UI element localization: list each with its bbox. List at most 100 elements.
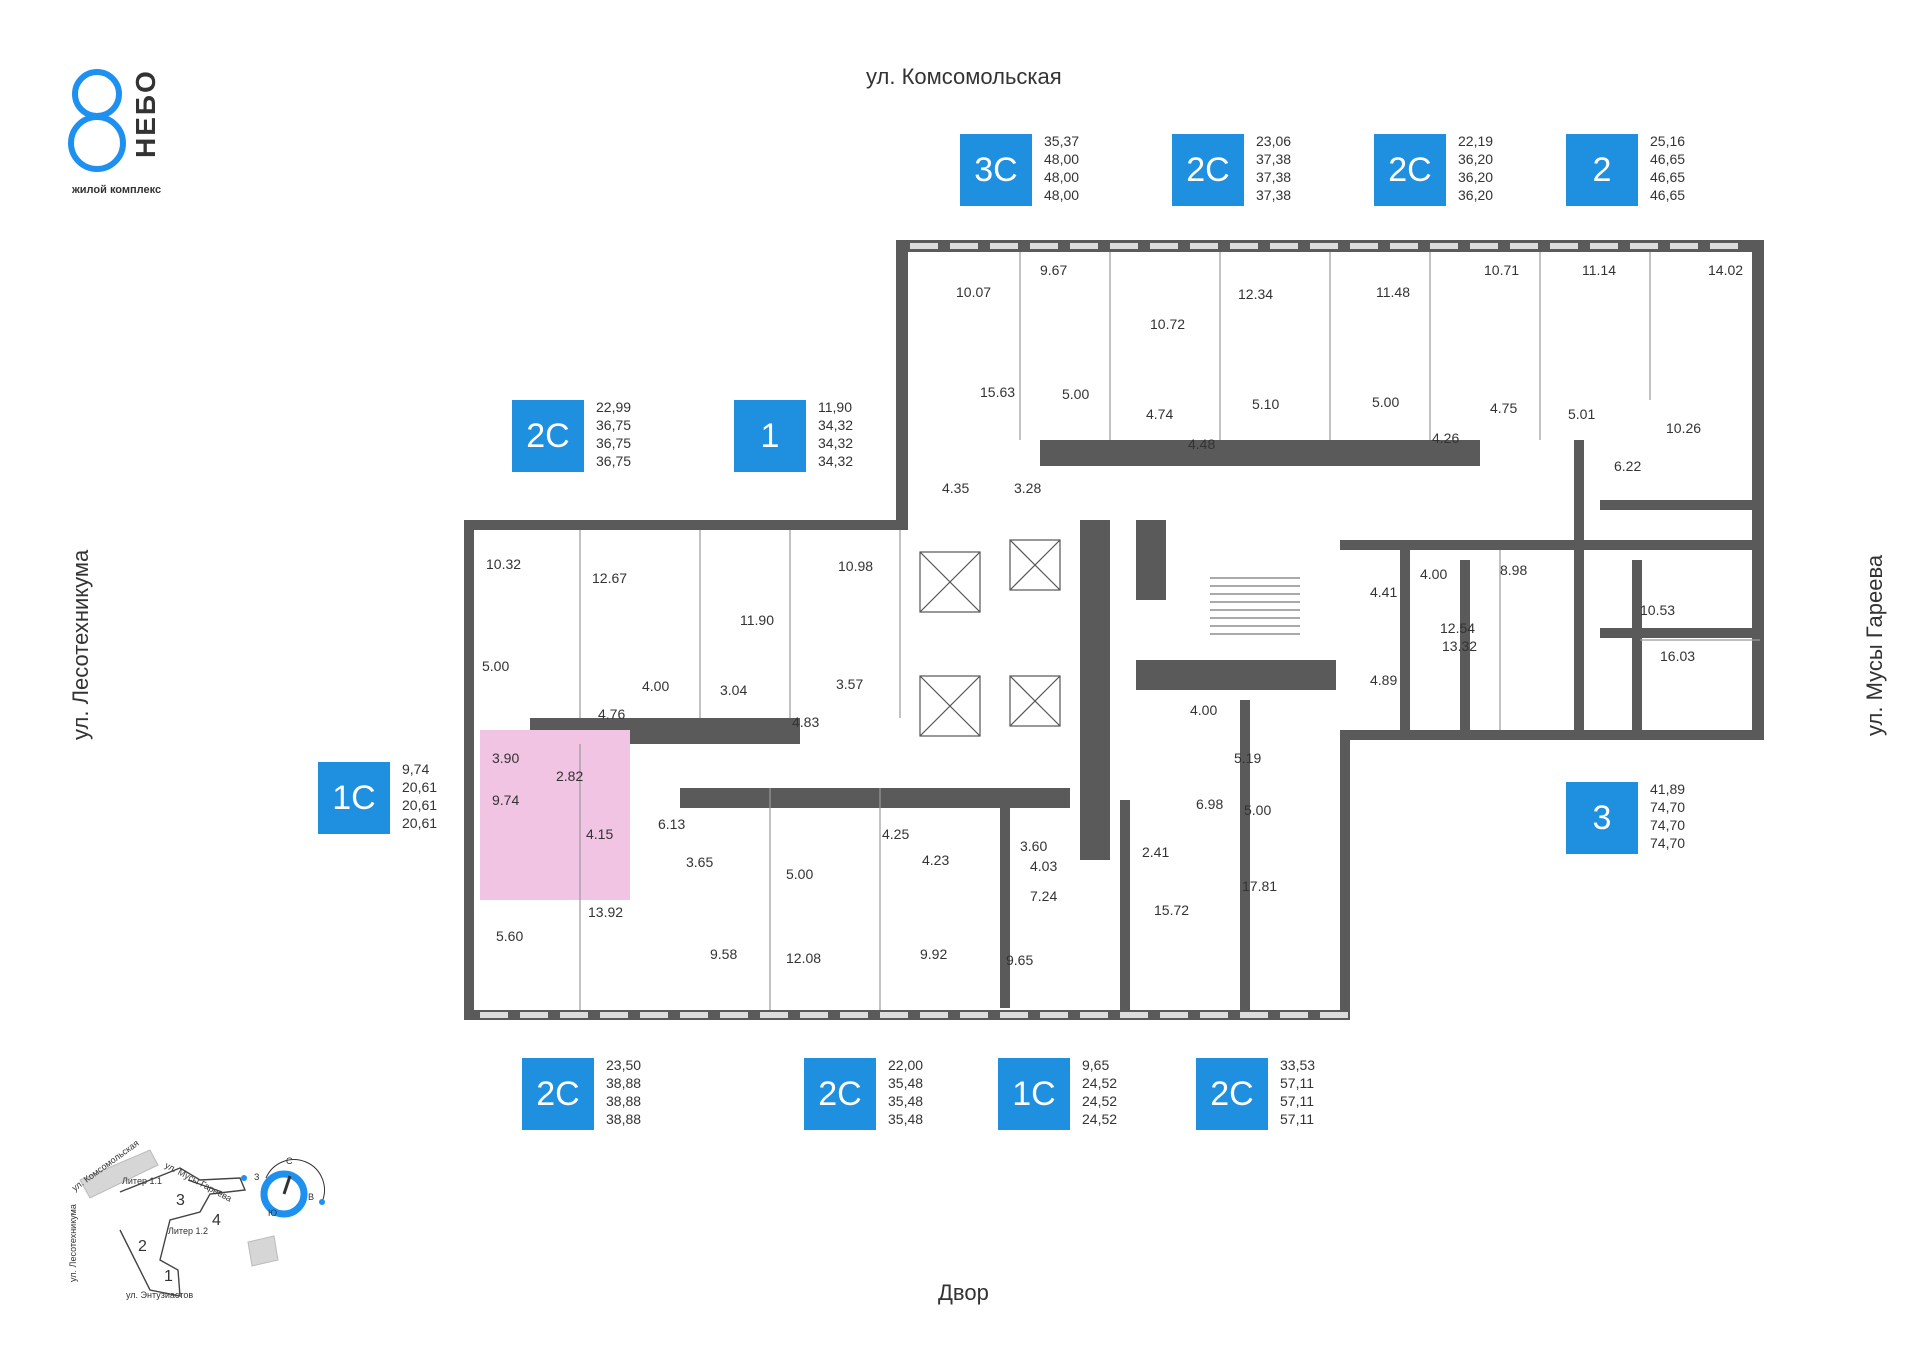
apartment-area-value: 48,00: [1044, 187, 1080, 203]
apartment-area-value: 36,75: [596, 435, 632, 451]
apartment-area-value: 36,75: [596, 453, 632, 469]
wall-segment: [1270, 243, 1298, 249]
room-area-label: 10.72: [1150, 316, 1186, 332]
wall-segment: [800, 1012, 828, 1018]
apartment-type-badge[interactable]: 2С: [522, 1058, 594, 1130]
wall-segment: [1600, 500, 1760, 510]
room-area-label: 14.02: [1708, 262, 1744, 278]
wall-segment: [990, 243, 1018, 249]
apartment-area-value: 57,11: [1280, 1093, 1314, 1109]
minimap-building-number: 1: [164, 1268, 173, 1285]
room-area-label: 4.83: [792, 714, 820, 730]
wall-segment: [680, 788, 1070, 808]
minimap-liter-label: Литер 1.1: [122, 1176, 162, 1186]
apartment-area-value: 48,00: [1044, 169, 1080, 185]
room-area-label: 11.14: [1582, 262, 1616, 278]
room-area-label: 12.08: [786, 950, 822, 966]
apartment-area-value: 33,53: [1280, 1057, 1316, 1073]
room-area-label: 9.92: [920, 946, 948, 962]
minimap-street-label: ул. Энтузиастов: [126, 1290, 194, 1300]
room-area-label: 4.03: [1030, 858, 1058, 874]
apartment-area-value: 22,00: [888, 1057, 924, 1073]
wall-segment: [560, 1012, 588, 1018]
room-area-label: 2.82: [556, 768, 584, 784]
wall-segment: [1120, 800, 1130, 1010]
apartment-area-value: 24,52: [1082, 1093, 1118, 1109]
minimap-building-number: 3: [176, 1192, 185, 1209]
apartment-type-badge[interactable]: 1: [734, 400, 806, 472]
apartment-type-badge[interactable]: 3С: [960, 134, 1032, 206]
apartment-area-value: 24,52: [1082, 1111, 1118, 1127]
wall-segment: [920, 1012, 948, 1018]
wall-segment: [1670, 243, 1698, 249]
wall-segment: [1574, 440, 1584, 740]
room-area-label: 15.63: [980, 384, 1016, 400]
room-area-label: 10.32: [486, 556, 522, 572]
apartment-area-value: 22,99: [596, 399, 632, 415]
apartment-area-value: 25,16: [1650, 133, 1686, 149]
wall-segment: [1040, 1012, 1068, 1018]
apartment-type-badge[interactable]: 1С: [998, 1058, 1070, 1130]
room-area-label: 8.98: [1500, 562, 1528, 578]
room-area-label: 2.41: [1142, 844, 1170, 860]
room-area-label: 12.54: [1440, 620, 1476, 636]
wall-segment: [960, 1012, 988, 1018]
room-area-label: 10.53: [1640, 602, 1676, 618]
room-area-label: 10.71: [1484, 262, 1520, 278]
apartment-area-value: 36,20: [1458, 187, 1494, 203]
apartment-type-badge[interactable]: 2С: [1196, 1058, 1268, 1130]
room-area-label: 5.00: [1372, 394, 1400, 410]
room-area-label: 5.00: [786, 866, 814, 882]
elevator-shaft: [1009, 539, 1061, 591]
compass-south-label: Ю: [268, 1208, 278, 1218]
apartment-type-badge[interactable]: 2С: [512, 400, 584, 472]
wall-segment: [1340, 730, 1350, 1020]
apartment-area-value: 48,00: [1044, 151, 1080, 167]
wall-segment: [520, 1012, 548, 1018]
apartment-type-badge[interactable]: 2: [1566, 134, 1638, 206]
room-area-label: 4.25: [882, 826, 910, 842]
wall-segment: [840, 1012, 868, 1018]
wall-segment: [1510, 243, 1538, 249]
room-area-label: 11.48: [1376, 284, 1410, 300]
apartment-type-badge[interactable]: 2С: [1172, 134, 1244, 206]
wall-segment: [1000, 1012, 1028, 1018]
room-area-label: 4.48: [1188, 436, 1216, 452]
apartment-area-value: 20,61: [402, 779, 438, 795]
apartment-area-value: 37,38: [1256, 187, 1292, 203]
apartment-type-badge[interactable]: 2С: [804, 1058, 876, 1130]
apartment-area-value: 35,48: [888, 1075, 924, 1091]
apartment-area-value: 46,65: [1650, 169, 1686, 185]
apartment-type-badge[interactable]: 1С: [318, 762, 390, 834]
wall-segment: [896, 240, 908, 520]
elevator-shaft: [919, 551, 981, 613]
room-area-label: 5.19: [1234, 750, 1262, 766]
wall-segment: [1590, 243, 1618, 249]
apartment-area-value: 57,11: [1280, 1075, 1314, 1091]
apartment-area-value: 38,88: [606, 1075, 642, 1091]
room-area-label: 5.00: [1244, 802, 1272, 818]
apartment-area-value: 34,32: [818, 417, 854, 433]
apartment-type-badge[interactable]: 2С: [1374, 134, 1446, 206]
highlighted-apartment: [480, 730, 630, 900]
apartment-area-value: 41,89: [1650, 781, 1686, 797]
wall-segment: [1080, 1012, 1108, 1018]
wall-segment: [1550, 243, 1578, 249]
apartment-area-value: 20,61: [402, 797, 438, 813]
wall-segment: [1000, 788, 1010, 1008]
logo-subtitle: жилой комплекс: [72, 184, 162, 196]
room-area-label: 15.72: [1154, 902, 1190, 918]
wall-segment: [1200, 1012, 1228, 1018]
room-area-label: 3.65: [686, 854, 714, 870]
wall-segment: [1350, 730, 1764, 740]
wall-segment: [1340, 540, 1764, 550]
room-area-label: 5.00: [1062, 386, 1090, 402]
wall-segment: [1632, 560, 1642, 740]
apartment-type-badge[interactable]: 3: [1566, 782, 1638, 854]
